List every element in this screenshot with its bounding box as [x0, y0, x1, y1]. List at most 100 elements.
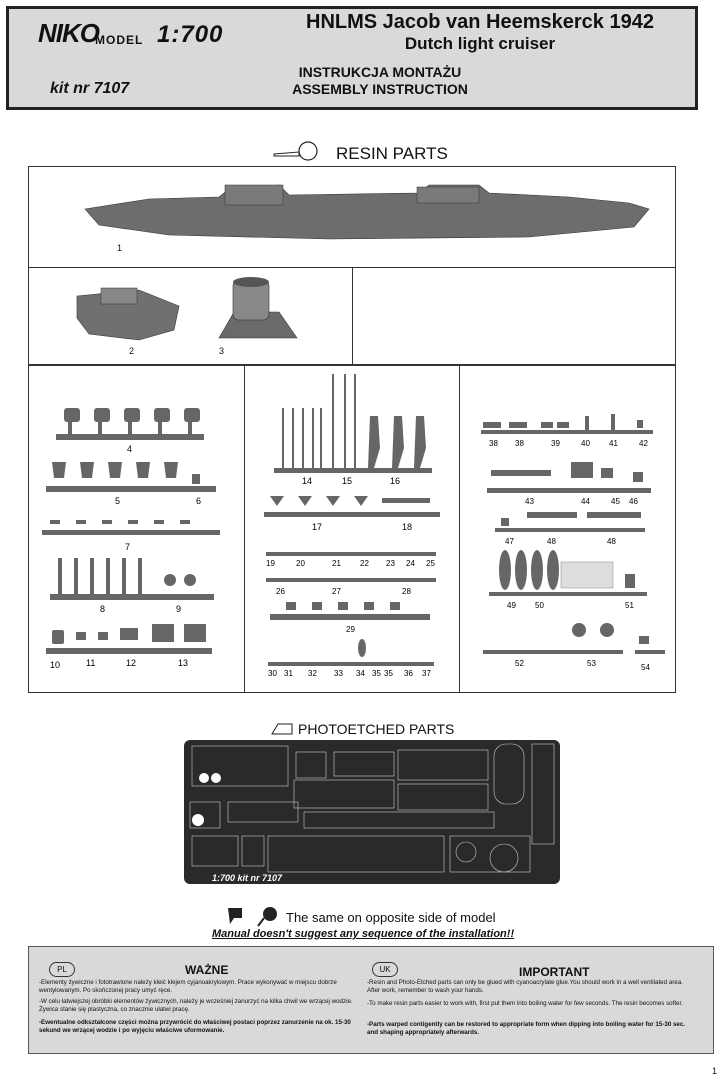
part-number-49: 49 — [507, 601, 516, 610]
part-number-43: 43 — [525, 497, 534, 506]
resin-icon — [273, 141, 318, 161]
part-number-22: 22 — [360, 559, 369, 568]
instruction-title-pl: INSTRUKCJA MONTAŻU — [298, 64, 462, 80]
page-title: HNLMS Jacob van Heemskerck 1942 — [306, 11, 654, 33]
warning-pl-p2: -W celu łatwiejszej obróbki elementów ży… — [39, 998, 353, 1013]
part-number-17: 17 — [312, 522, 322, 532]
part-number-6: 6 — [196, 496, 201, 506]
part-number-42: 42 — [639, 439, 648, 448]
part-number-18: 18 — [402, 522, 412, 532]
warning-uk-heading: IMPORTANT — [519, 965, 590, 979]
part-number-48a: 48 — [547, 537, 556, 546]
part-number-4: 4 — [127, 444, 132, 454]
warning-uk-p2: -To make resin parts easier to work with… — [367, 1000, 683, 1007]
part-number-47: 47 — [505, 537, 514, 546]
hull-part — [84, 184, 650, 240]
warning-box: PL WAŻNE -Elementy żywiczne i fototrawio… — [28, 946, 714, 1054]
instruction-title-en: ASSEMBLY INSTRUCTION — [292, 81, 468, 97]
warning-pl-p1: -Elementy żywiczne i fototrawione należy… — [39, 979, 337, 994]
part-number-36: 36 — [404, 669, 413, 678]
resin-parts-heading: RESIN PARTS — [336, 144, 448, 163]
warning-uk-p3: -Parts warped contigently can be restore… — [367, 1021, 686, 1036]
part-number-34: 34 — [356, 669, 365, 678]
part-number-25: 25 — [426, 559, 435, 568]
part-number-29: 29 — [346, 625, 355, 634]
part-number-44: 44 — [581, 497, 590, 506]
warning-pl-heading: WAŻNE — [185, 963, 229, 977]
part-number-48b: 48 — [607, 537, 616, 546]
page-subtitle: Dutch light cruiser — [404, 34, 556, 53]
hull-panel: 1 — [28, 166, 676, 268]
scale-label: 1:700 — [157, 21, 224, 48]
part-number-9: 9 — [176, 604, 181, 614]
fret-label: 1:700 kit nr 7107 — [212, 873, 283, 883]
part-number-38b: 38 — [515, 439, 524, 448]
part-number-3: 3 — [219, 346, 225, 356]
header-banner — [6, 6, 698, 110]
uk-badge: UK — [372, 962, 398, 977]
part-number-13: 13 — [178, 658, 188, 668]
warning-uk-p1: -Resin and Photo-Etched parts can only b… — [367, 979, 683, 994]
part-number-2: 2 — [129, 346, 135, 356]
part-number-53: 53 — [587, 659, 596, 668]
brand-name: NIKO — [38, 18, 100, 48]
part-number-41: 41 — [609, 439, 618, 448]
part-number-27: 27 — [332, 587, 341, 596]
part-number-52: 52 — [515, 659, 524, 668]
part-number-19: 19 — [266, 559, 275, 568]
page-number: 1 — [712, 1066, 718, 1076]
part-number-24: 24 — [406, 559, 415, 568]
part-number-8: 8 — [100, 604, 105, 614]
part-number-45: 45 — [611, 497, 620, 506]
part-number-37: 37 — [422, 669, 431, 678]
part-number-46: 46 — [629, 497, 638, 506]
sprue-column-2: 14 15 16 17 18 19 20 21 22 23 24 25 26 2… — [264, 374, 440, 678]
warning-pl-p3: -Ewentualne odkształcone części można pr… — [39, 1019, 351, 1034]
part-number-35a: 35 — [372, 669, 381, 678]
part-number-21: 21 — [332, 559, 341, 568]
superstructure-panel: 2 3 — [28, 267, 353, 365]
part-number-15: 15 — [342, 476, 352, 486]
flag-icon — [228, 908, 242, 924]
sequence-note: Manual doesn't suggest any sequence of t… — [212, 928, 515, 940]
part-number-26: 26 — [276, 587, 285, 596]
part-number-10: 10 — [50, 660, 60, 670]
part-number-5: 5 — [115, 496, 120, 506]
photoetched-heading: PHOTOETCHED PARTS — [298, 721, 455, 737]
kit-number: kit nr 7107 — [50, 80, 130, 97]
instruction-title: INSTRUKCJA MONTAŻU ASSEMBLY INSTRUCTION — [230, 64, 530, 98]
part-number-20: 20 — [296, 559, 305, 568]
pl-badge: PL — [49, 962, 75, 977]
brand-model-word: MODEL — [95, 33, 144, 47]
sprue-column-1: 4 5 6 7 8 9 10 11 12 13 — [42, 408, 220, 670]
part-number-40: 40 — [581, 439, 590, 448]
photoetched-fret: 1:700 kit nr 7107 — [184, 740, 560, 884]
part-number-1: 1 — [117, 243, 123, 253]
part-number-12: 12 — [126, 658, 136, 668]
part-number-39: 39 — [551, 439, 560, 448]
part-number-35b: 35 — [384, 669, 393, 678]
small-parts-panel — [28, 365, 676, 693]
part-number-30: 30 — [268, 669, 277, 678]
photoetched-fret-parts: 1:700 kit nr 7107 — [189, 743, 555, 883]
part-number-50: 50 — [535, 601, 544, 610]
marker-icons — [228, 907, 277, 927]
part-number-38a: 38 — [489, 439, 498, 448]
part-number-14: 14 — [302, 476, 312, 486]
sprue-column-3: 38 38 39 40 41 42 43 44 45 46 47 48 48 4… — [481, 414, 665, 672]
part-number-31: 31 — [284, 669, 293, 678]
superstructure-parts — [76, 277, 298, 341]
empty-panel — [352, 267, 676, 365]
opposite-side-note: The same on opposite side of model — [286, 910, 496, 925]
brand-logo: NIKOMODEL 1:700 — [38, 18, 223, 49]
part-number-54: 54 — [641, 663, 650, 672]
part-number-32: 32 — [308, 669, 317, 678]
part-number-33: 33 — [334, 669, 343, 678]
part-number-16: 16 — [390, 476, 400, 486]
part-number-28: 28 — [402, 587, 411, 596]
part-number-23: 23 — [386, 559, 395, 568]
part-number-11: 11 — [86, 658, 95, 668]
photoetched-icon — [271, 723, 293, 735]
part-number-7: 7 — [125, 542, 130, 552]
part-number-51: 51 — [625, 601, 634, 610]
